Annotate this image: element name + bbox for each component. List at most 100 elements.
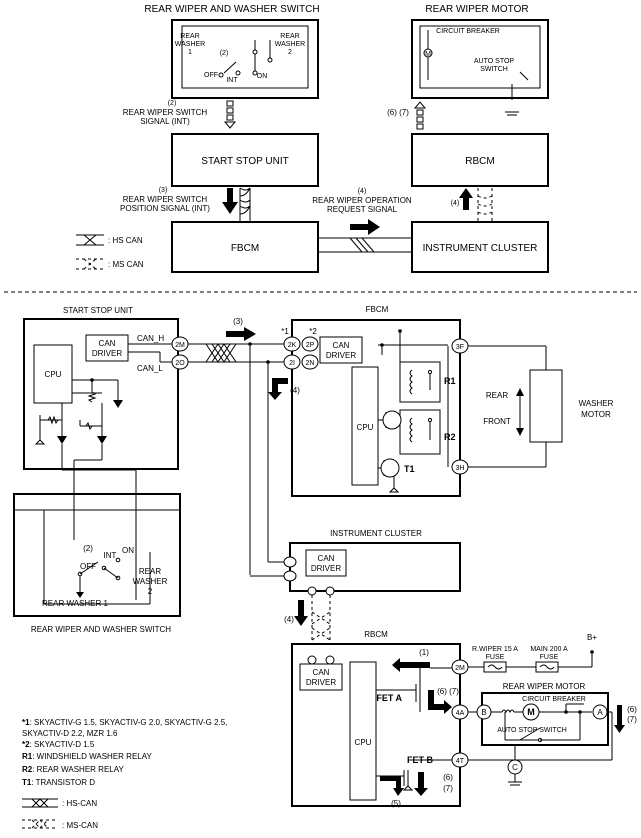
- svg-text:(7): (7): [443, 784, 453, 793]
- svg-text:FUSE: FUSE: [540, 654, 559, 661]
- svg-text:(5): (5): [391, 799, 401, 808]
- svg-text:START STOP UNIT: START STOP UNIT: [201, 156, 288, 167]
- svg-text:4A: 4A: [456, 710, 465, 717]
- svg-text:(2): (2): [168, 100, 177, 107]
- svg-text:FET A: FET A: [376, 693, 402, 703]
- svg-text:CPU: CPU: [355, 738, 372, 747]
- svg-text:2: 2: [148, 587, 153, 596]
- note-hs-can: : HS-CAN: [62, 799, 97, 808]
- note-2: *2: SKYACTIV-D 1.5: [22, 740, 95, 749]
- svg-text:AUTO STOP: AUTO STOP: [474, 58, 515, 65]
- svg-text:REAR WIPER OPERATION: REAR WIPER OPERATION: [312, 196, 412, 205]
- svg-text:2N: 2N: [306, 360, 315, 367]
- svg-text:CAN: CAN: [313, 668, 330, 677]
- svg-text:INT: INT: [226, 77, 238, 84]
- note-1: *1: SKYACTIV-G 1.5, SKYACTIV-G 2.0, SKYA…: [22, 718, 227, 727]
- svg-text:(6): (6): [627, 705, 637, 714]
- note-ms-can: : MS-CAN: [62, 821, 98, 830]
- legend-hs-can: : HS CAN: [108, 236, 143, 245]
- svg-text:CIRCUIT BREAKER: CIRCUIT BREAKER: [522, 696, 586, 703]
- svg-text:4T: 4T: [456, 758, 465, 765]
- svg-text:INSTRUMENT CLUSTER: INSTRUMENT CLUSTER: [423, 243, 538, 254]
- svg-text:(2): (2): [83, 544, 93, 553]
- svg-text:1: 1: [188, 49, 192, 56]
- svg-text:REAR WASHER 1: REAR WASHER 1: [42, 599, 108, 608]
- svg-text:ON: ON: [257, 73, 268, 80]
- svg-text:2M: 2M: [455, 665, 465, 672]
- note-r2: R2: REAR WASHER RELAY: [22, 765, 124, 774]
- svg-text:DRIVER: DRIVER: [311, 564, 341, 573]
- svg-text:3F: 3F: [456, 344, 464, 351]
- svg-text:*2: *2: [309, 327, 317, 336]
- svg-text:(6): (6): [443, 773, 453, 782]
- svg-text:OFF: OFF: [80, 562, 96, 571]
- svg-text:2O: 2O: [175, 360, 185, 367]
- svg-text:3H: 3H: [456, 465, 465, 472]
- svg-text:MOTOR: MOTOR: [581, 410, 611, 419]
- svg-text:CPU: CPU: [357, 423, 374, 432]
- ic-title: INSTRUMENT CLUSTER: [330, 529, 422, 538]
- note-1b: SKYACTIV-D 2.2, MZR 1.6: [22, 729, 118, 738]
- svg-text:WASHER: WASHER: [275, 41, 305, 48]
- svg-text:WASHER: WASHER: [133, 577, 168, 586]
- svg-text:R2: R2: [444, 432, 456, 442]
- svg-text:REAR: REAR: [280, 33, 299, 40]
- note-t1: T1: TRANSISTOR D: [22, 778, 95, 787]
- rear-wiper-motor: [481, 692, 609, 746]
- svg-text:CAN: CAN: [318, 554, 335, 563]
- rear-wiper-motor-title: REAR WIPER MOTOR: [503, 682, 586, 691]
- svg-text:REAR WIPER SWITCH: REAR WIPER SWITCH: [123, 195, 208, 204]
- svg-text:AUTO STOP SWITCH: AUTO STOP SWITCH: [497, 727, 567, 734]
- svg-text:(3): (3): [233, 317, 243, 326]
- switch-block-title: REAR WIPER AND WASHER SWITCH: [144, 4, 319, 15]
- svg-text:REQUEST SIGNAL: REQUEST SIGNAL: [327, 205, 398, 214]
- svg-text:B+: B+: [587, 633, 597, 642]
- svg-text:OFF: OFF: [204, 72, 218, 79]
- svg-text:2I: 2I: [289, 360, 295, 367]
- instrument-cluster-block: [411, 221, 549, 273]
- svg-text:(3): (3): [159, 187, 168, 194]
- svg-text:DRIVER: DRIVER: [306, 678, 336, 687]
- switch-unit: [13, 493, 181, 617]
- svg-text:REAR: REAR: [139, 567, 161, 576]
- motor-block-title: REAR WIPER MOTOR: [425, 4, 528, 15]
- svg-text:REAR WIPER SWITCH: REAR WIPER SWITCH: [123, 108, 208, 117]
- svg-text:SWITCH: SWITCH: [480, 66, 508, 73]
- svg-text:CAN: CAN: [333, 341, 350, 350]
- svg-text:(4): (4): [451, 200, 460, 207]
- fbcm-block: [171, 221, 319, 273]
- svg-text:(7): (7): [627, 715, 637, 724]
- svg-text:R1: R1: [444, 376, 456, 386]
- svg-text:R.WIPER 15 A: R.WIPER 15 A: [472, 646, 518, 653]
- svg-text:CIRCUIT BREAKER: CIRCUIT BREAKER: [436, 28, 500, 35]
- svg-text:INT: INT: [104, 551, 117, 560]
- svg-text:CPU: CPU: [45, 370, 62, 379]
- svg-text:WASHER: WASHER: [175, 41, 205, 48]
- svg-text:(6) (7): (6) (7): [387, 108, 409, 117]
- switch-unit-title: REAR WIPER AND WASHER SWITCH: [31, 625, 171, 634]
- svg-text:T1: T1: [404, 464, 415, 474]
- ssu-title: START STOP UNIT: [63, 306, 133, 315]
- svg-text:FUSE: FUSE: [486, 654, 505, 661]
- svg-text:(4): (4): [290, 386, 300, 395]
- svg-text:2P: 2P: [306, 342, 315, 349]
- svg-text:RBCM: RBCM: [465, 156, 494, 167]
- svg-text:FBCM: FBCM: [231, 243, 259, 254]
- svg-text:(4): (4): [284, 615, 294, 624]
- svg-text:CAN: CAN: [99, 339, 116, 348]
- svg-text:CAN_H: CAN_H: [137, 334, 164, 343]
- svg-text:WASHER: WASHER: [579, 399, 614, 408]
- svg-text:A: A: [597, 708, 603, 717]
- svg-text:C: C: [512, 763, 518, 772]
- svg-text:(4): (4): [358, 188, 367, 195]
- svg-text:DRIVER: DRIVER: [92, 349, 122, 358]
- svg-text:(6): (6): [437, 687, 447, 696]
- svg-text:(1): (1): [419, 648, 429, 657]
- svg-text:ON: ON: [122, 546, 134, 555]
- svg-text:2M: 2M: [175, 342, 185, 349]
- fbcm-title: FBCM: [366, 305, 389, 314]
- svg-text:CAN_L: CAN_L: [137, 364, 163, 373]
- svg-text:M: M: [425, 51, 431, 58]
- svg-text:M: M: [527, 707, 535, 717]
